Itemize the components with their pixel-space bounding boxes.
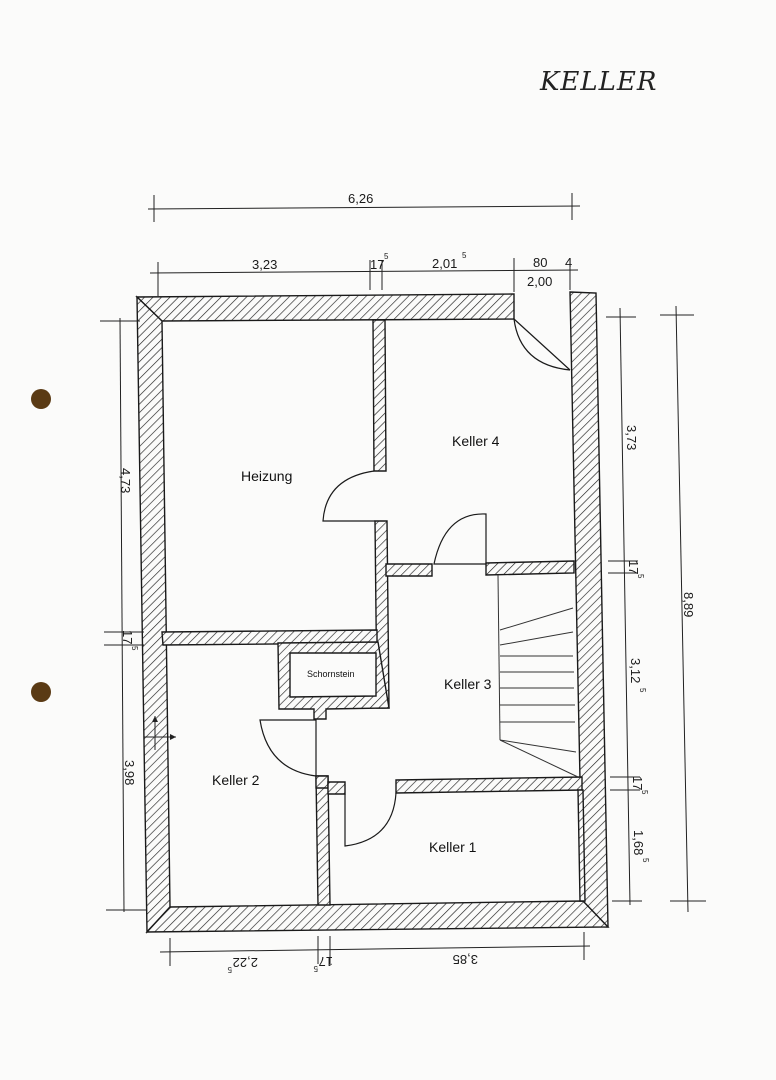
dim-top-d: 80 xyxy=(533,255,547,270)
dim-right-lower: 1,68 xyxy=(631,830,646,855)
dim-left-upper: 4,73 xyxy=(118,468,133,493)
staircase xyxy=(497,574,579,778)
dim-right-lower-sup: 5 xyxy=(641,858,650,863)
room-label-schornstein: Schornstein xyxy=(307,669,355,679)
door-k3-k4-arc xyxy=(433,513,487,565)
chimney-wall xyxy=(277,641,390,720)
punch-hole-top xyxy=(31,389,51,409)
wall-k4-k3-left xyxy=(385,563,433,577)
wall-k1-right-inner xyxy=(577,789,586,902)
wall-above-k1-right xyxy=(395,776,583,794)
dim-door-width: 2,00 xyxy=(527,274,552,289)
dimension-labels: 6,26 3,23 17 5 2,01 5 80 4 2,00 4,73 17 … xyxy=(118,191,696,974)
dim-left-mid: 17 xyxy=(120,630,135,644)
dim-bottom-a: 2,22 xyxy=(233,955,258,970)
dim-top-b: 17 xyxy=(370,257,384,272)
door-heizung-arc xyxy=(322,470,375,522)
door-keller1-arc xyxy=(344,792,397,847)
punch-hole-bottom xyxy=(31,682,51,702)
dim-bottom-c: 3,85 xyxy=(453,952,478,967)
wall-k2-k1-vertical xyxy=(315,775,331,906)
dim-right-b-sup: 5 xyxy=(640,790,649,795)
dim-top-total: 6,26 xyxy=(348,191,373,206)
room-label-keller4: Keller 4 xyxy=(452,433,500,449)
wall-inner-heizung-k4-upper xyxy=(372,319,387,472)
wall-outer-right xyxy=(569,291,609,928)
wall-outer-bottom xyxy=(145,900,610,933)
dim-right-total: 8,89 xyxy=(681,592,696,617)
dim-bottom-b: 17 xyxy=(319,954,333,969)
orientation-arrow-icon xyxy=(144,716,176,750)
wall-above-k1-left xyxy=(327,781,346,795)
dim-right-b: 17 xyxy=(630,776,645,790)
room-label-keller3: Keller 3 xyxy=(444,676,492,692)
handwritten-title: KELLER xyxy=(539,67,658,97)
walls xyxy=(135,291,610,934)
wall-k4-k3-right xyxy=(485,560,575,576)
wall-k2-k1-stub xyxy=(315,775,329,789)
dim-right-mid-sup: 5 xyxy=(638,688,647,693)
room-label-heizung: Heizung xyxy=(241,468,292,484)
wall-outer-left xyxy=(136,295,171,934)
dim-top-a: 3,23 xyxy=(252,257,277,272)
dim-bottom-a-sup: 5 xyxy=(227,965,232,974)
dim-bottom-b-sup: 5 xyxy=(313,964,318,973)
wall-outer-top xyxy=(135,293,515,322)
dim-right-a: 17 xyxy=(626,560,641,574)
doors xyxy=(259,318,571,847)
dim-top-e: 4 xyxy=(565,255,572,270)
dim-left-mid-sup: 5 xyxy=(130,646,139,651)
dim-top-c: 2,01 xyxy=(432,256,457,271)
dim-right-upper: 3,73 xyxy=(624,425,639,450)
door-keller2-arc xyxy=(259,719,317,777)
dim-right-mid: 3,12 xyxy=(628,658,643,683)
room-label-keller2: Keller 2 xyxy=(212,772,260,788)
dim-top-c-sup: 5 xyxy=(462,251,467,260)
dimension-lines xyxy=(100,193,706,966)
room-label-keller1: Keller 1 xyxy=(429,839,477,855)
dim-left-lower: 3,98 xyxy=(122,760,137,785)
door-entrance-arc xyxy=(513,318,571,371)
dim-top-b-sup: 5 xyxy=(384,252,389,261)
dim-right-a-sup: 5 xyxy=(636,574,645,579)
